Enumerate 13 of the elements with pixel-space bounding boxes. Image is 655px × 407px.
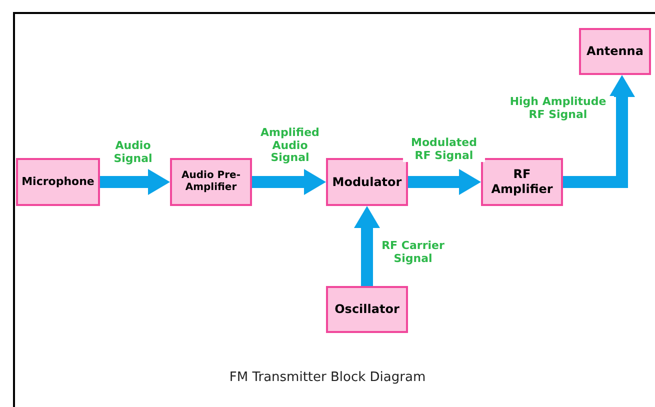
arrow [408, 169, 481, 195]
arrow [563, 75, 635, 188]
arrow [354, 206, 380, 286]
block-box: Microphone [16, 158, 100, 206]
block-box: RF Amplifier [481, 158, 563, 206]
block-box: Oscillator [326, 286, 408, 333]
arrow [100, 169, 170, 195]
block-box: Antenna [579, 28, 651, 75]
block-box: Audio Pre-Amplifier [170, 158, 252, 206]
arrow [252, 169, 326, 195]
caption: FM Transmitter Block Diagram [228, 370, 427, 385]
block-box: Modulator [326, 158, 408, 206]
edge-label: Modulated RF Signal [403, 137, 485, 162]
